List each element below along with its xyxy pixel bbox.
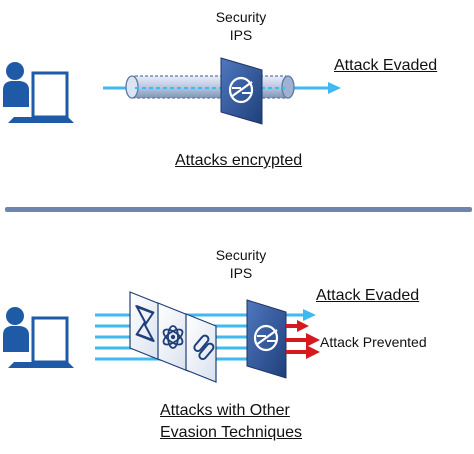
ips-device-icon xyxy=(220,57,263,125)
section-divider xyxy=(5,207,472,212)
ips-label-line2: IPS xyxy=(229,265,253,281)
top-caption: Attacks encrypted xyxy=(175,152,303,169)
bottom-caption-line1: Attacks with Other xyxy=(160,402,290,419)
user-laptop-icon xyxy=(3,62,74,123)
atom-icon xyxy=(157,302,189,372)
hourglass-icon xyxy=(129,291,161,361)
bottom-outcome-prevented: Attack Prevented xyxy=(320,334,427,350)
chain-link-icon xyxy=(185,313,217,383)
user-laptop-icon xyxy=(3,307,74,368)
ips-label-line1: Security xyxy=(215,9,267,25)
ips-label-line1: Security xyxy=(215,247,267,263)
bottom-caption-line2: Evasion Techniques xyxy=(160,424,303,441)
bottom-outcome-evaded: Attack Evaded xyxy=(316,287,420,304)
ips-label-bottom: Security IPS xyxy=(196,246,286,282)
prevented-arrows xyxy=(286,320,320,359)
ips-label-top: Security IPS xyxy=(196,8,286,44)
ips-label-line2: IPS xyxy=(229,27,253,43)
encryption-tunnel xyxy=(125,75,295,99)
top-outcome-evaded: Attack Evaded xyxy=(334,57,438,74)
ips-device-icon xyxy=(246,299,287,379)
